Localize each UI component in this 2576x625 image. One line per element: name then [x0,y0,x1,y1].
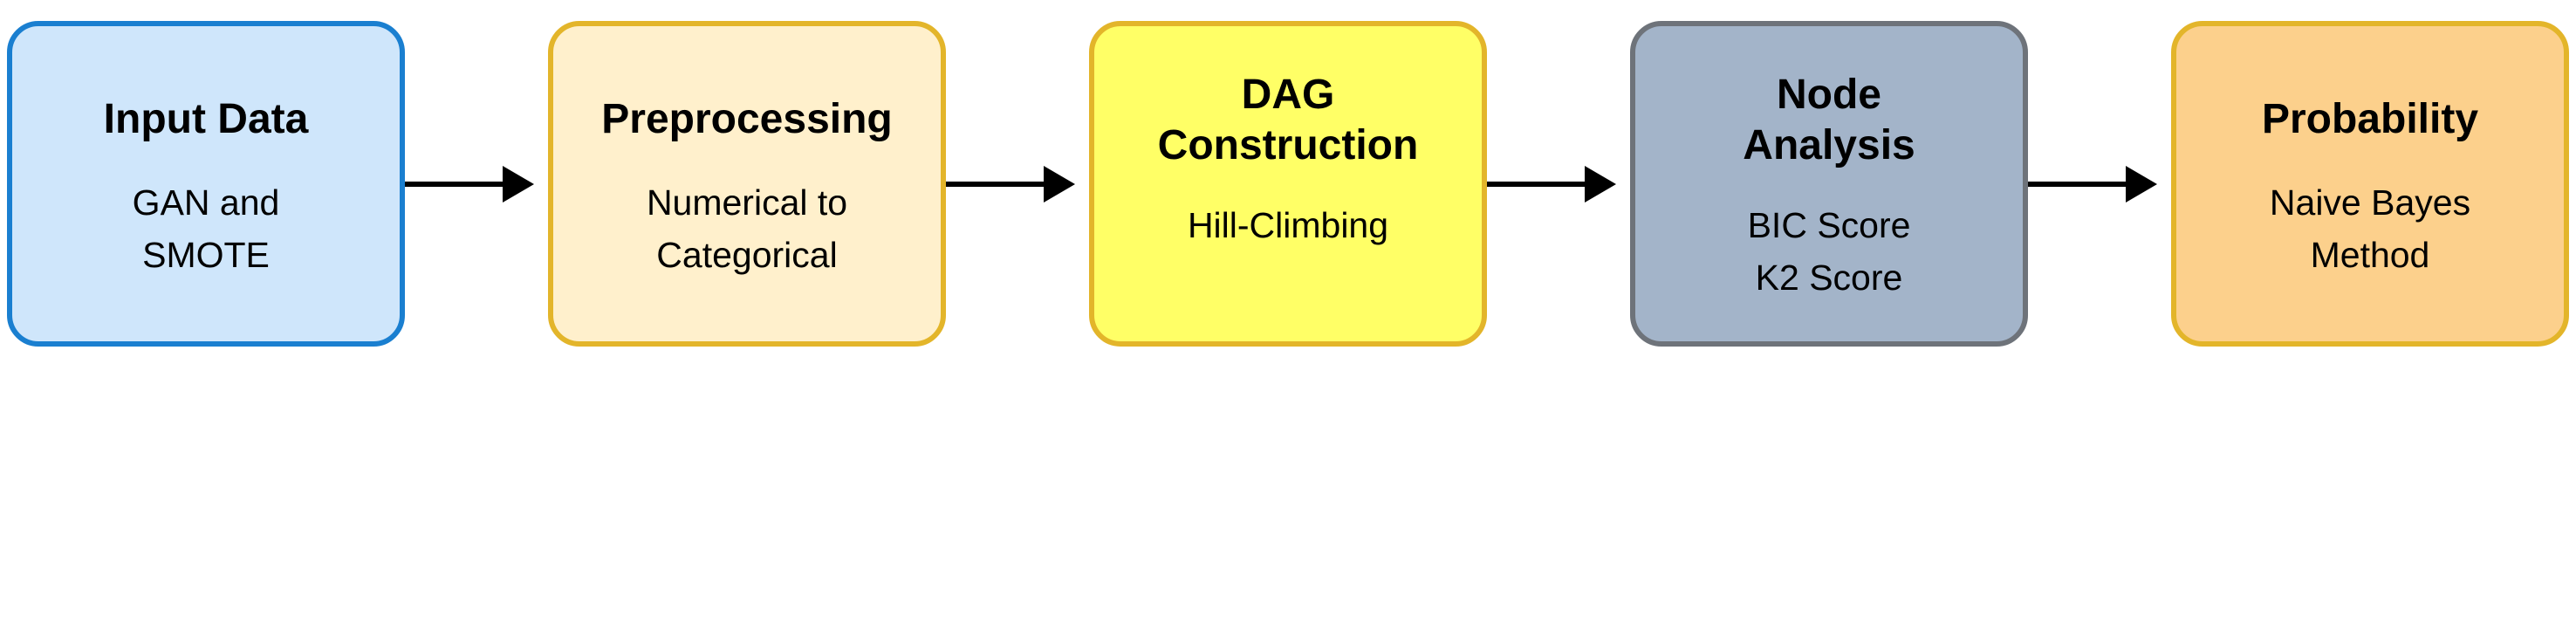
step-description: Numerical to Categorical [646,182,848,275]
step-box-dag-construction: DAG Construction Hill-Climbing [1089,21,1487,347]
step-box-node-analysis: Node Analysis BIC Score K2 Score [1630,21,2028,347]
step-box-probability: Probability Naive Bayes Method [2171,21,2569,347]
step-title: Preprocessing [601,96,893,142]
step-title: Probability [2261,96,2479,142]
step-description: GAN and SMOTE [132,182,280,275]
step-description: Hill-Climbing [1187,205,1389,245]
step-box-input-data: Input Data GAN and SMOTE [7,21,405,347]
arrow-1-to-2 [405,166,534,203]
arrow-3-to-4 [1487,166,1616,203]
step-description: Naive Bayes Method [2269,182,2471,275]
step-title: Input Data [103,96,309,142]
step-box-preprocessing: Preprocessing Numerical to Categorical [548,21,946,347]
step-description: BIC Score K2 Score [1747,205,1911,298]
arrow-2-to-3 [946,166,1075,203]
step-title: DAG Construction [1157,72,1419,168]
step-title: Node Analysis [1743,72,1915,168]
arrow-4-to-5 [2028,166,2157,203]
